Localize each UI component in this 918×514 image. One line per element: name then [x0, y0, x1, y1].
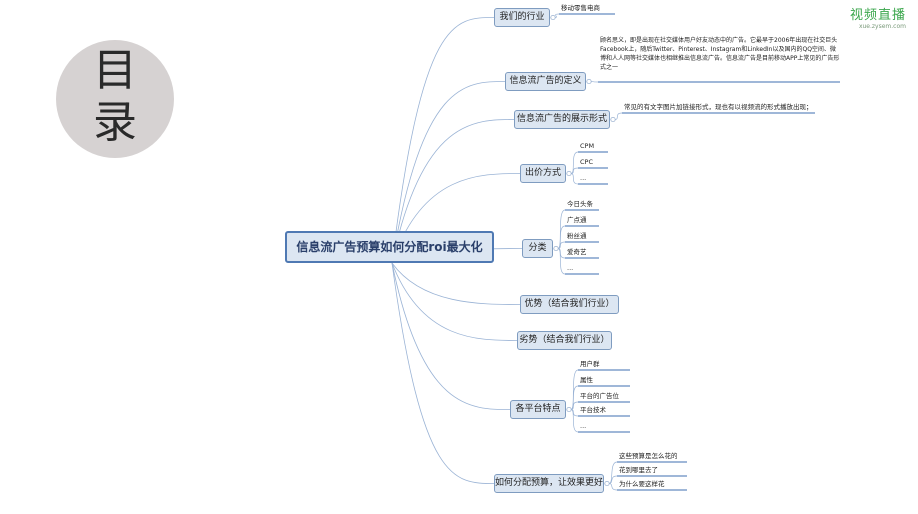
- leaf-topic[interactable]: 移动零售电商: [561, 4, 600, 12]
- root-topic[interactable]: 信息流广告预算如何分配roi最大化: [285, 231, 494, 263]
- leaf-connector: [554, 13, 560, 18]
- leaf-topic[interactable]: 平台技术: [580, 406, 606, 414]
- branch-connector: [391, 262, 511, 410]
- collapse-toggle: [610, 116, 616, 123]
- leaf-connector: [557, 241, 566, 249]
- leaf-topic[interactable]: 平台的广告位: [580, 392, 619, 400]
- branch-connector: [391, 262, 521, 305]
- leaf-topic[interactable]: CPC: [580, 158, 593, 166]
- leaf-connector: [557, 248, 566, 275]
- leaf-connector: [608, 461, 618, 484]
- leaf-connector: [570, 409, 579, 433]
- leaf-connector: [570, 173, 579, 185]
- branch-connector: [391, 262, 495, 484]
- toc-badge-char-2: 录: [93, 97, 137, 148]
- branch-topic[interactable]: 我们的行业: [494, 8, 550, 27]
- leaf-topic[interactable]: 顾名思义，即是出现在社交媒体用户好友动态中的广告。它最早于2006年出现在社交巨…: [600, 37, 840, 71]
- branch-topic[interactable]: 劣势（结合我们行业）: [517, 331, 612, 350]
- leaf-topic[interactable]: 用户群: [580, 360, 600, 368]
- leaf-topic[interactable]: 广点通: [567, 216, 587, 224]
- leaf-connector: [608, 483, 618, 491]
- leaf-connector: [570, 385, 579, 410]
- branch-topic[interactable]: 各平台特点: [510, 400, 566, 419]
- leaf-topic[interactable]: 为什么要这样花: [619, 480, 665, 488]
- branch-connector: [391, 81, 506, 264]
- branch-connector: [391, 262, 518, 341]
- toc-badge-char-1: 目: [93, 45, 137, 96]
- leaf-connector: [570, 151, 579, 174]
- leaf-topic[interactable]: 爱奇艺: [567, 248, 587, 256]
- leaf-connector: [557, 225, 566, 249]
- leaf-topic[interactable]: 粉丝通: [567, 232, 587, 240]
- leaf-connector: [614, 112, 623, 120]
- leaf-topic[interactable]: 这些预算是怎么花的: [619, 452, 678, 460]
- branch-topic[interactable]: 分类: [522, 239, 553, 258]
- watermark-logo: 视频直播 xue.zysem.com: [850, 4, 906, 30]
- leaf-topic[interactable]: 属性: [580, 376, 593, 384]
- leaf-topic[interactable]: 花到哪里去了: [619, 466, 658, 474]
- branch-topic[interactable]: 优势（结合我们行业）: [520, 295, 619, 314]
- leaf-connector: [570, 167, 579, 174]
- branch-connector: [391, 17, 495, 264]
- collapse-toggle: [566, 170, 572, 177]
- leaf-topic[interactable]: 今日头条: [567, 200, 593, 208]
- collapse-toggle: [553, 245, 559, 252]
- branch-topic[interactable]: 信息流广告的展示形式: [514, 110, 610, 129]
- branch-topic[interactable]: 出价方式: [520, 164, 566, 183]
- leaf-connector: [590, 81, 599, 83]
- branch-topic[interactable]: 信息流广告的定义: [505, 72, 586, 91]
- branch-topic[interactable]: 如何分配预算，让效果更好: [494, 474, 604, 493]
- leaf-topic[interactable]: ...: [580, 174, 587, 182]
- collapse-toggle: [550, 14, 556, 21]
- leaf-topic[interactable]: ...: [567, 264, 574, 272]
- collapse-toggle: [566, 406, 572, 413]
- leaf-topic[interactable]: ...: [580, 422, 587, 430]
- watermark-url: xue.zysem.com: [858, 23, 906, 30]
- leaf-topic[interactable]: 常见的有文字图片加链接形式，现也有以视频流的形式播放出现；: [624, 103, 813, 111]
- watermark-title: 视频直播: [849, 8, 906, 23]
- collapse-toggle: [604, 480, 610, 487]
- collapse-toggle: [586, 78, 592, 85]
- toc-badge: 目 录: [56, 40, 174, 158]
- leaf-topic[interactable]: CPM: [580, 142, 595, 150]
- branch-connector: [391, 119, 515, 264]
